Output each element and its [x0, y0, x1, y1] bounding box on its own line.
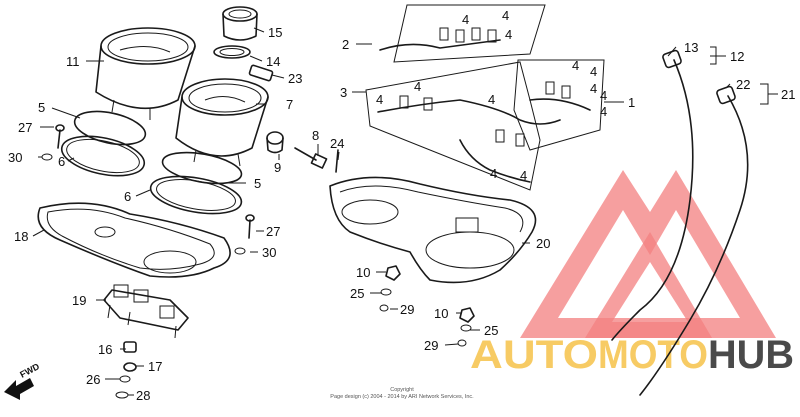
indicator-lamp [213, 6, 258, 59]
meter-case [329, 176, 537, 284]
callout-4-j: 4 [590, 64, 597, 79]
reset-knob [266, 131, 339, 173]
wire-harness [365, 4, 605, 191]
callout-11: 11 [66, 54, 80, 69]
callout-4-m: 4 [600, 104, 607, 119]
callout-7: 7 [286, 97, 293, 112]
callout-4-a: 4 [462, 12, 469, 27]
callout-25-right: 25 [484, 323, 498, 338]
bushing-parts [115, 341, 137, 399]
callout-29-right: 29 [424, 338, 438, 353]
watermark-logo: AUTO MOTO HUB [470, 170, 794, 377]
callout-13: 13 [684, 40, 698, 55]
socket-assembly [103, 284, 189, 339]
callout-27-lower: 27 [266, 224, 280, 239]
callout-4-i: 4 [572, 58, 579, 73]
fasteners-right [457, 307, 475, 347]
callout-30-upper: 30 [8, 150, 22, 165]
callout-10-right: 10 [434, 306, 448, 321]
callout-23: 23 [288, 71, 302, 86]
forward-arrow: FWD [4, 361, 41, 400]
callout-4-h: 4 [520, 168, 527, 183]
callout-16: 16 [98, 342, 112, 357]
callout-14: 14 [266, 54, 280, 69]
callout-5-upper: 5 [38, 100, 45, 115]
indicator-plate [248, 64, 274, 82]
callout-4-d: 4 [414, 79, 421, 94]
callout-6-upper: 6 [58, 154, 65, 169]
callout-21: 21 [781, 87, 795, 102]
speedometer-housing [95, 27, 196, 120]
callout-4-f: 4 [488, 92, 495, 107]
callout-17: 17 [148, 359, 162, 374]
callout-24: 24 [330, 136, 344, 151]
fwd-label: FWD [18, 361, 41, 380]
callout-18: 18 [14, 229, 28, 244]
callout-15: 15 [268, 25, 282, 40]
callout-4-c: 4 [505, 27, 512, 42]
callout-10-left: 10 [356, 265, 370, 280]
callout-25-left: 25 [350, 286, 364, 301]
callout-6-lower: 6 [124, 189, 131, 204]
callout-29-left: 29 [400, 302, 414, 317]
watermark-word-auto: AUTO [470, 333, 598, 377]
callout-30-lower: 30 [262, 245, 276, 260]
callout-2: 2 [342, 37, 349, 52]
copyright-line-2: Page design (c) 2004 - 2014 by ARI Netwo… [330, 394, 474, 400]
leader-lines [32, 27, 778, 396]
callout-5-lower: 5 [254, 176, 261, 191]
watermark-word-moto: MOTO [598, 333, 708, 377]
meter-rings [60, 110, 243, 215]
callout-12: 12 [730, 49, 744, 64]
callout-20: 20 [536, 236, 550, 251]
callout-27-upper: 27 [18, 120, 32, 135]
callout-4-b: 4 [502, 8, 509, 23]
callout-28: 28 [136, 388, 150, 403]
callout-4-k: 4 [590, 81, 597, 96]
callout-4-g: 4 [490, 166, 497, 181]
watermark-word-hub: HUB [708, 333, 794, 377]
speedometer-cable [611, 49, 694, 341]
callout-19: 19 [72, 293, 86, 308]
callout-26: 26 [86, 372, 100, 387]
tachometer-cable [639, 85, 749, 396]
screw-right [234, 214, 255, 255]
fasteners-left [379, 265, 401, 312]
callout-4-e: 4 [376, 92, 383, 107]
callout-9: 9 [274, 160, 281, 175]
callout-3: 3 [340, 85, 347, 100]
callout-1: 1 [628, 95, 635, 110]
callout-8: 8 [312, 128, 319, 143]
copyright-line-1: Copyright [390, 387, 414, 393]
callout-22: 22 [736, 77, 750, 92]
callout-labels: 11 15 14 23 7 5 27 30 6 5 6 27 30 18 19 … [8, 8, 795, 403]
callout-4-l: 4 [600, 88, 607, 103]
meter-cover [37, 202, 231, 278]
